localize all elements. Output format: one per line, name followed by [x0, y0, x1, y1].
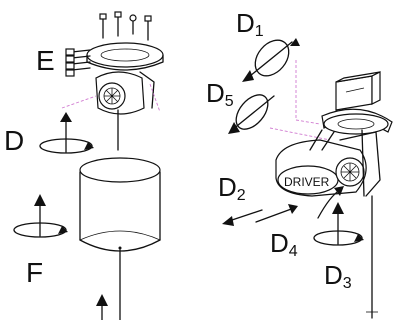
rotation-arrow-d3-icon [313, 202, 364, 246]
label-d4: D4 [270, 228, 298, 260]
label-d1-letter: D [236, 8, 255, 38]
right-assembly: D1 D5 [206, 8, 393, 319]
right-driver-body: DRIVER [275, 129, 381, 319]
label-d3-sub: 3 [343, 275, 352, 292]
label-d2-letter: D [218, 172, 237, 202]
arc-arrow-d4-icon [317, 186, 344, 219]
translate-arrows-d2-icon [222, 204, 298, 226]
rotation-arrow-f-icon [13, 194, 68, 238]
left-driver-body [61, 71, 161, 151]
junction-box [335, 71, 381, 111]
label-d5-sub: 5 [225, 93, 234, 110]
rotation-arrow-d5-icon [228, 94, 275, 134]
ceiling-plate [65, 42, 164, 77]
label-d3: D3 [324, 260, 352, 292]
label-f: F [26, 257, 43, 288]
label-d: D [4, 125, 24, 156]
left-assembly: E D F [4, 11, 164, 320]
label-e: E [36, 45, 55, 76]
label-d5: D5 [206, 78, 234, 110]
rotation-arrow-d1-icon [242, 38, 300, 82]
driver-label: DRIVER [284, 175, 330, 189]
rotation-arrow-d-icon [39, 112, 94, 154]
label-d2-sub: 2 [237, 187, 246, 204]
right-ceiling-plate [321, 108, 393, 135]
label-d4-letter: D [270, 228, 289, 258]
label-d2: D2 [218, 172, 246, 204]
up-arrow-icon [96, 294, 108, 320]
label-d1-sub: 1 [255, 23, 264, 40]
label-d3-letter: D [324, 260, 343, 290]
label-d1: D1 [236, 8, 264, 40]
label-d4-sub: 4 [289, 243, 298, 260]
label-d5-letter: D [206, 78, 225, 108]
cylinder-shade [79, 157, 161, 320]
mounting-screws [99, 11, 152, 41]
